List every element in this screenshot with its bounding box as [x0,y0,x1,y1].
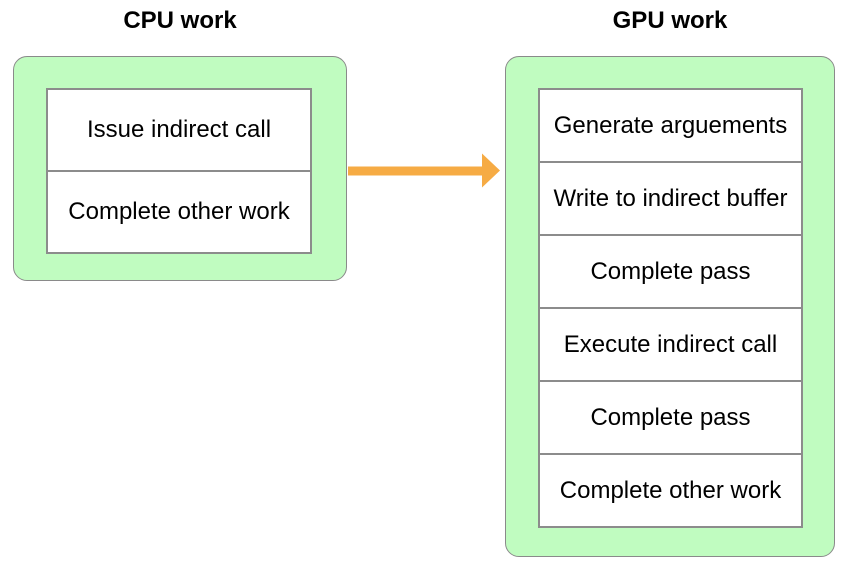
cpu-to-gpu-arrow-icon [348,153,500,188]
gpu-step-execute-indirect-call: Execute indirect call [540,307,801,380]
cpu-step-issue-indirect-call: Issue indirect call [48,90,310,170]
gpu-step-complete-pass-1: Complete pass [540,234,801,307]
gpu-step-generate-arguements: Generate arguements [540,90,801,161]
gpu-step-write-to-indirect-buffer: Write to indirect buffer [540,161,801,234]
gpu-steps-box: Generate arguements Write to indirect bu… [538,88,803,528]
gpu-step-complete-pass-2: Complete pass [540,380,801,453]
cpu-steps-box: Issue indirect call Complete other work [46,88,312,254]
cpu-work-title: CPU work [123,7,237,34]
gpu-work-title: GPU work [612,7,728,34]
cpu-step-complete-other-work: Complete other work [48,170,310,252]
gpu-step-complete-other-work: Complete other work [540,453,801,526]
